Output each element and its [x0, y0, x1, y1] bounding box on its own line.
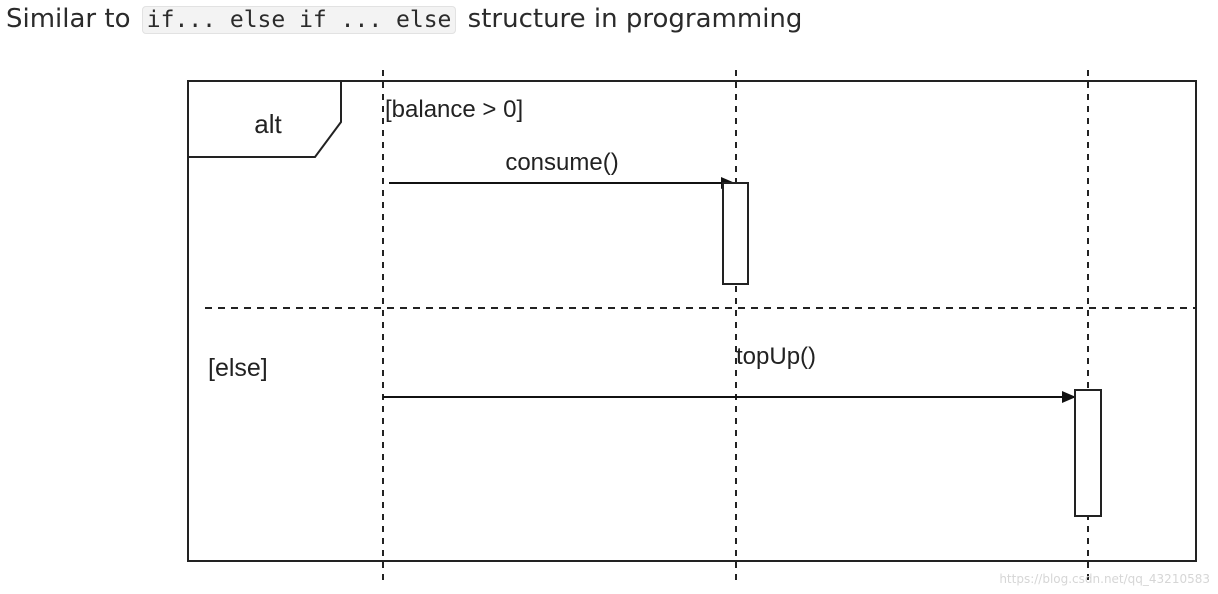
alt-fragment-frame	[187, 80, 1197, 562]
guard-label-1: [balance > 0]	[385, 96, 523, 123]
alt-operator-label: alt	[254, 109, 282, 139]
message-label-1: consume()	[505, 149, 618, 176]
message-label-2: topUp()	[736, 343, 816, 370]
caption-before: Similar to	[6, 4, 131, 34]
caption: Similar to if... else if ... else struct…	[6, 4, 802, 34]
watermark: https://blog.csdn.net/qq_43210583	[999, 572, 1210, 586]
caption-code: if... else if ... else	[141, 6, 457, 34]
guard-label-2: [else]	[208, 354, 268, 382]
activation-bar-2	[1074, 389, 1102, 517]
alt-operator-box	[188, 81, 342, 158]
activation-bar-1	[722, 182, 749, 285]
caption-after: structure in programming	[467, 4, 803, 34]
